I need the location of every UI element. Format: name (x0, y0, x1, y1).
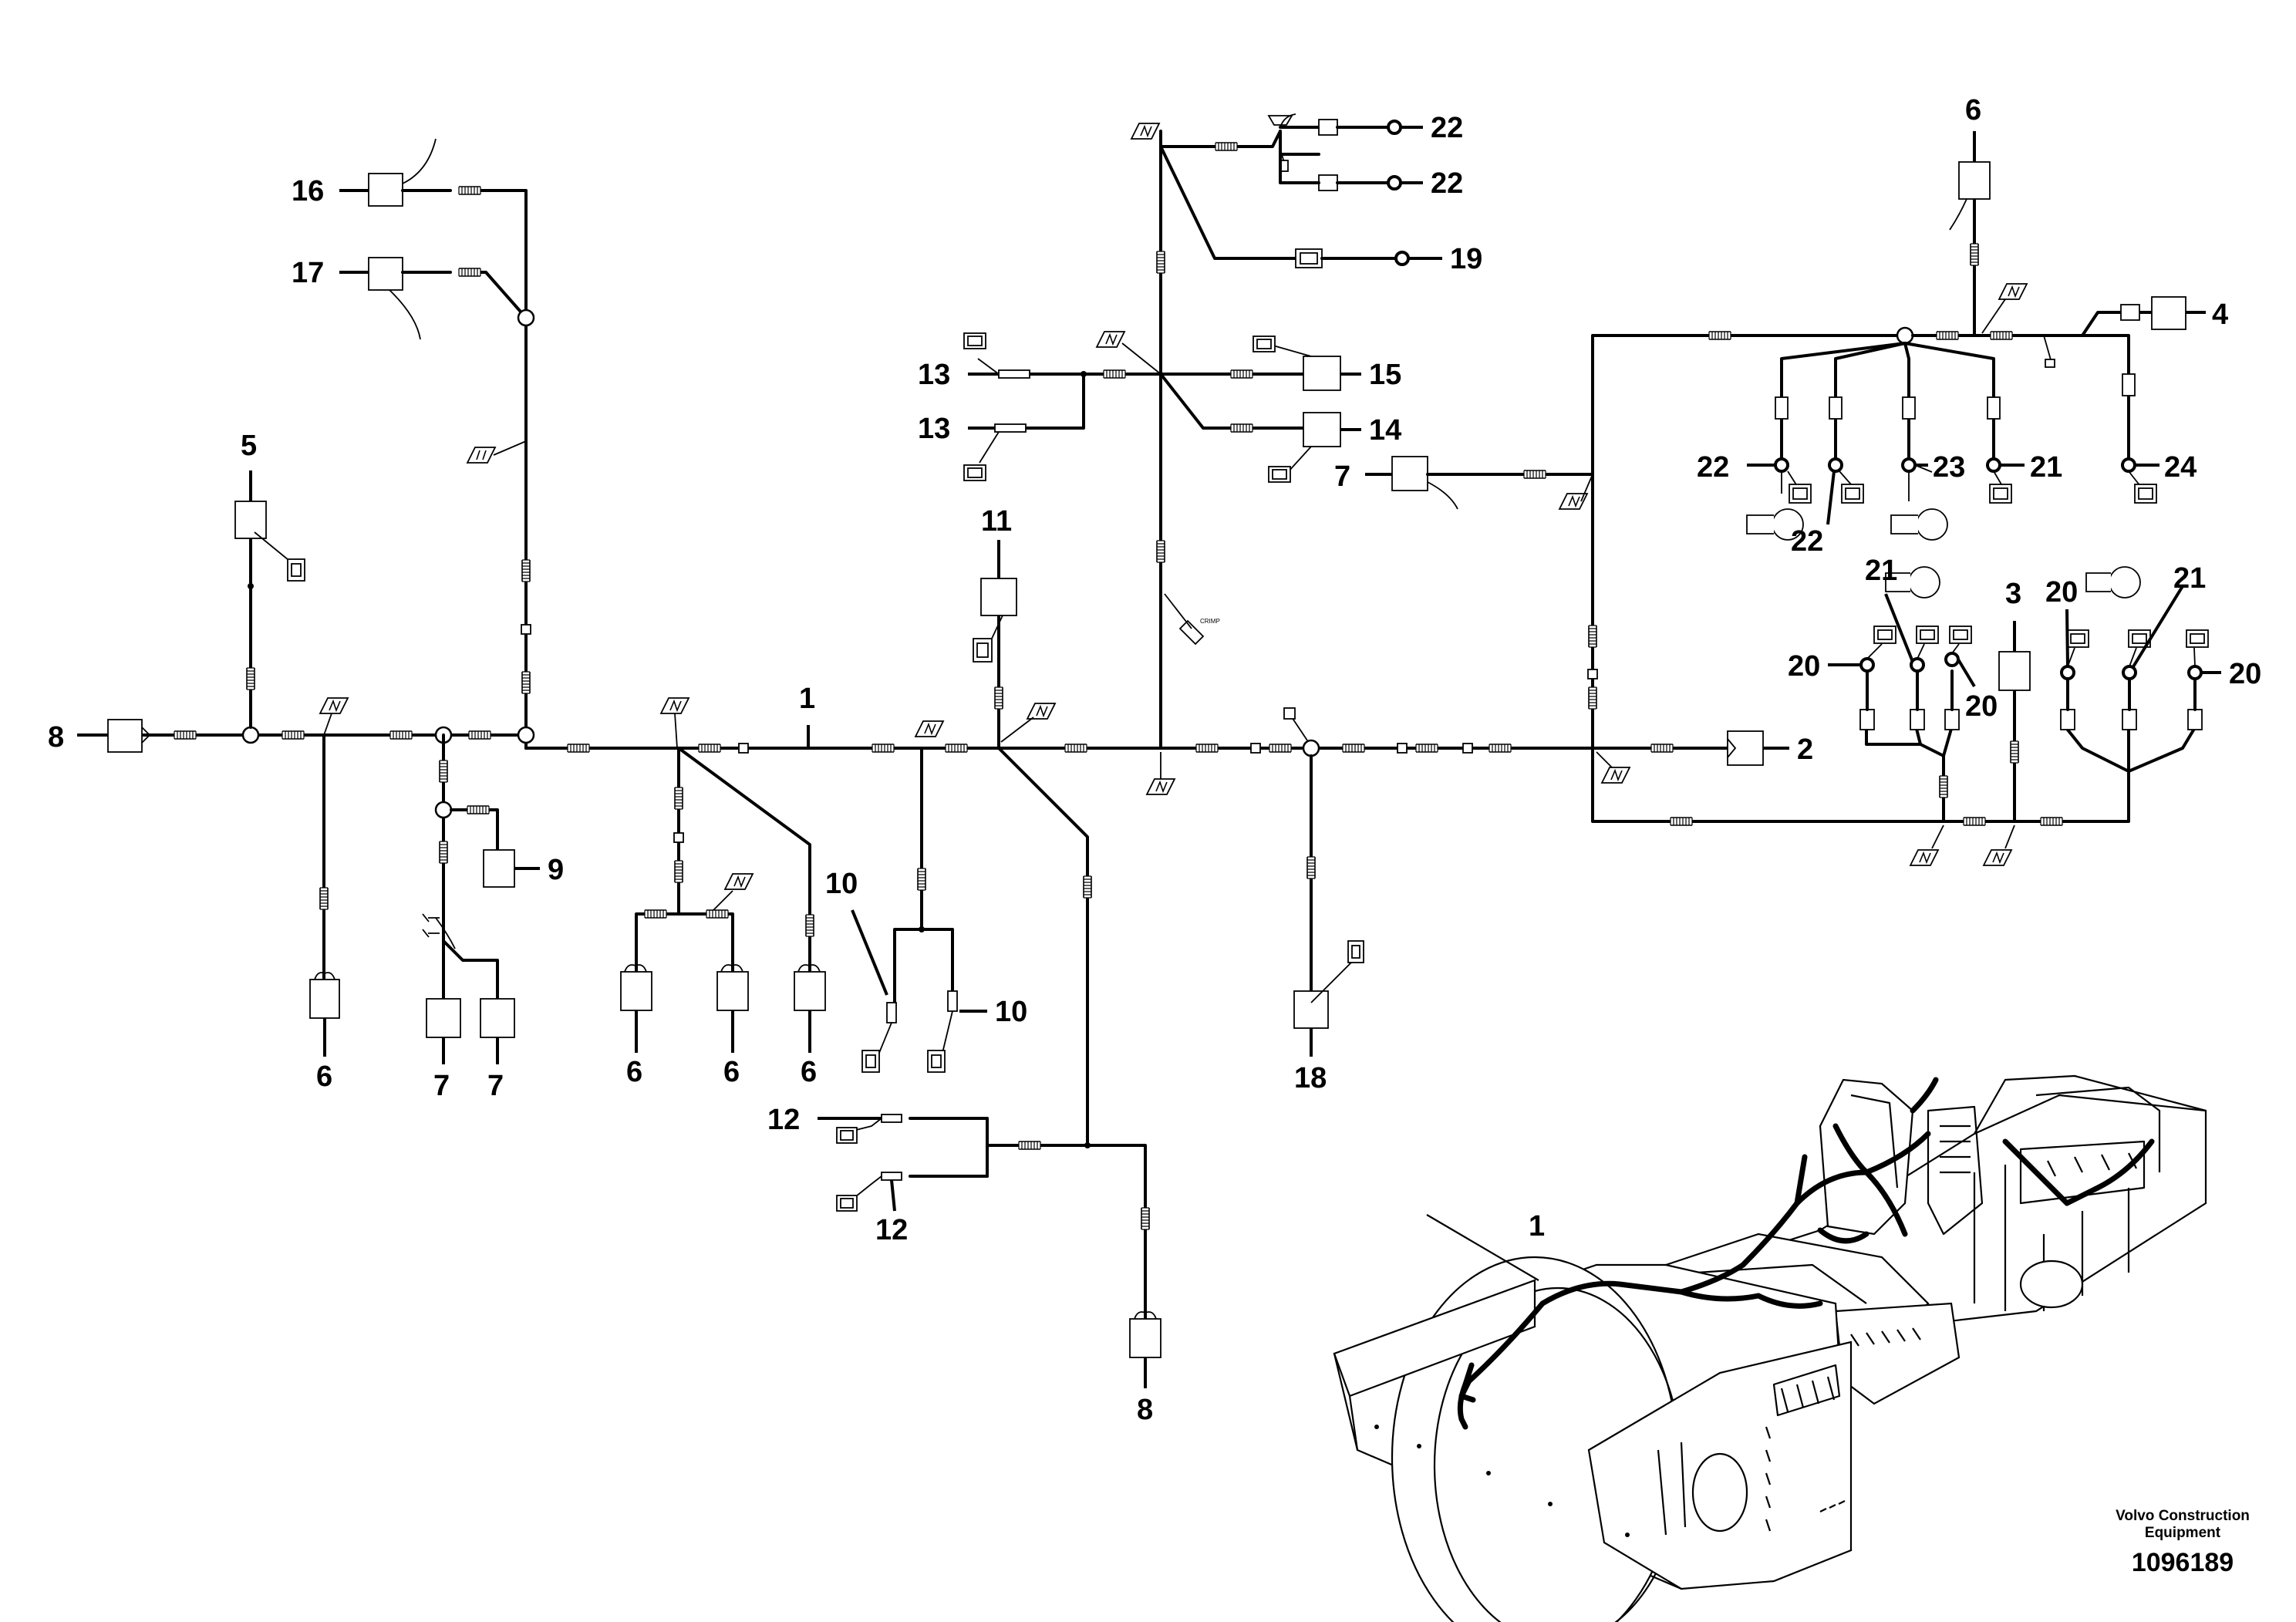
connector-4 (2151, 296, 2206, 330)
connector-8-left (77, 719, 151, 753)
connector-18 (1293, 940, 1364, 1057)
connector-9 (483, 849, 540, 888)
callout-22-c: 22 (1697, 451, 1729, 484)
callout-6-a: 6 (316, 1061, 332, 1093)
callout-23: 23 (1933, 451, 1965, 484)
callout-21-a: 21 (2030, 451, 2062, 484)
callout-22-d: 22 (1791, 525, 1823, 558)
callout-12-a: 12 (767, 1104, 800, 1136)
callout-20-c: 20 (2045, 576, 2078, 609)
connector-22-b (1826, 470, 1864, 525)
callout-8-bottom: 8 (1137, 1394, 1153, 1426)
callout-21-c: 21 (2173, 562, 2206, 595)
callout-5: 5 (241, 430, 257, 462)
connector-17 (339, 257, 452, 340)
connector-6-d (794, 964, 826, 1053)
connector-14 (1268, 412, 1361, 483)
connector-13-a (963, 332, 1030, 379)
brand-block: Volvo Construction Equipment 1096189 (2082, 1508, 2283, 1582)
connector-12-a (818, 1114, 902, 1144)
brand-line-2: Equipment (2144, 1525, 2221, 1541)
callout-4: 4 (2212, 298, 2228, 331)
connector-6-a (309, 972, 340, 1057)
callout-19: 19 (1450, 243, 1482, 275)
callout-1-machine: 1 (1529, 1210, 1545, 1243)
callout-8-left: 8 (48, 721, 64, 754)
callout-20-d: 20 (2229, 658, 2261, 690)
callout-13-b: 13 (918, 413, 950, 445)
callout-7-b: 7 (487, 1070, 504, 1102)
lamp-23 (1890, 464, 1948, 541)
callout-20-a: 20 (1788, 650, 1820, 683)
callout-15: 15 (1369, 359, 1401, 391)
callout-3: 3 (2005, 578, 2021, 610)
callout-1: 1 (799, 683, 815, 715)
callout-11: 11 (981, 505, 1012, 538)
callout-7-a: 7 (433, 1070, 450, 1102)
connector-6-b (620, 964, 652, 1053)
connector-10-a (851, 909, 897, 1073)
callout-7-c: 7 (1334, 460, 1350, 493)
callout-22-b: 22 (1431, 167, 1463, 200)
connector-3 (1998, 621, 2031, 691)
callout-13-a: 13 (918, 359, 950, 391)
callout-2: 2 (1797, 733, 1813, 766)
connector-6-c (716, 964, 749, 1053)
callout-10-a: 10 (825, 868, 858, 900)
callout-22-a: 22 (1431, 112, 1463, 144)
connector-11 (973, 540, 1017, 663)
callout-12-b: 12 (875, 1214, 908, 1246)
connector-10-b (927, 990, 987, 1073)
callout-16: 16 (292, 175, 324, 207)
callout-20-b: 20 (1965, 690, 1998, 723)
callout-14: 14 (1369, 414, 1401, 447)
connector-13-b (963, 423, 1027, 481)
drawing-number: 1096189 (2131, 1548, 2234, 1577)
callout-21-b: 21 (1865, 555, 1897, 587)
connector-12-b (836, 1172, 902, 1212)
connector-15 (1253, 336, 1361, 391)
lamp-21-left (1885, 566, 1940, 599)
callout-18: 18 (1294, 1062, 1327, 1094)
callout-6-c: 6 (723, 1056, 740, 1088)
lamp-22 (1746, 464, 1812, 541)
connector-7-a (426, 998, 461, 1064)
svg-text:CRIMP: CRIMP (1200, 618, 1220, 625)
connector-21-top (1989, 464, 2025, 504)
connector-2 (1727, 730, 1789, 766)
callout-6-e: 6 (1965, 94, 1981, 126)
connector-7-c (1365, 456, 1463, 510)
connector-7-b (480, 998, 515, 1064)
lamp-21-right (2085, 566, 2141, 599)
callout-6-d: 6 (801, 1056, 817, 1088)
callout-6-b: 6 (626, 1056, 642, 1088)
connector-16 (339, 138, 452, 207)
callout-9: 9 (548, 854, 564, 886)
connector-6-e (1949, 131, 1991, 231)
callout-10-b: 10 (995, 996, 1027, 1028)
callout-24: 24 (2164, 451, 2197, 484)
connector-8-bottom (1129, 1311, 1161, 1388)
brand-line-1: Volvo Construction (2116, 1508, 2250, 1524)
callout-17: 17 (292, 257, 324, 289)
connector-5 (234, 470, 305, 582)
